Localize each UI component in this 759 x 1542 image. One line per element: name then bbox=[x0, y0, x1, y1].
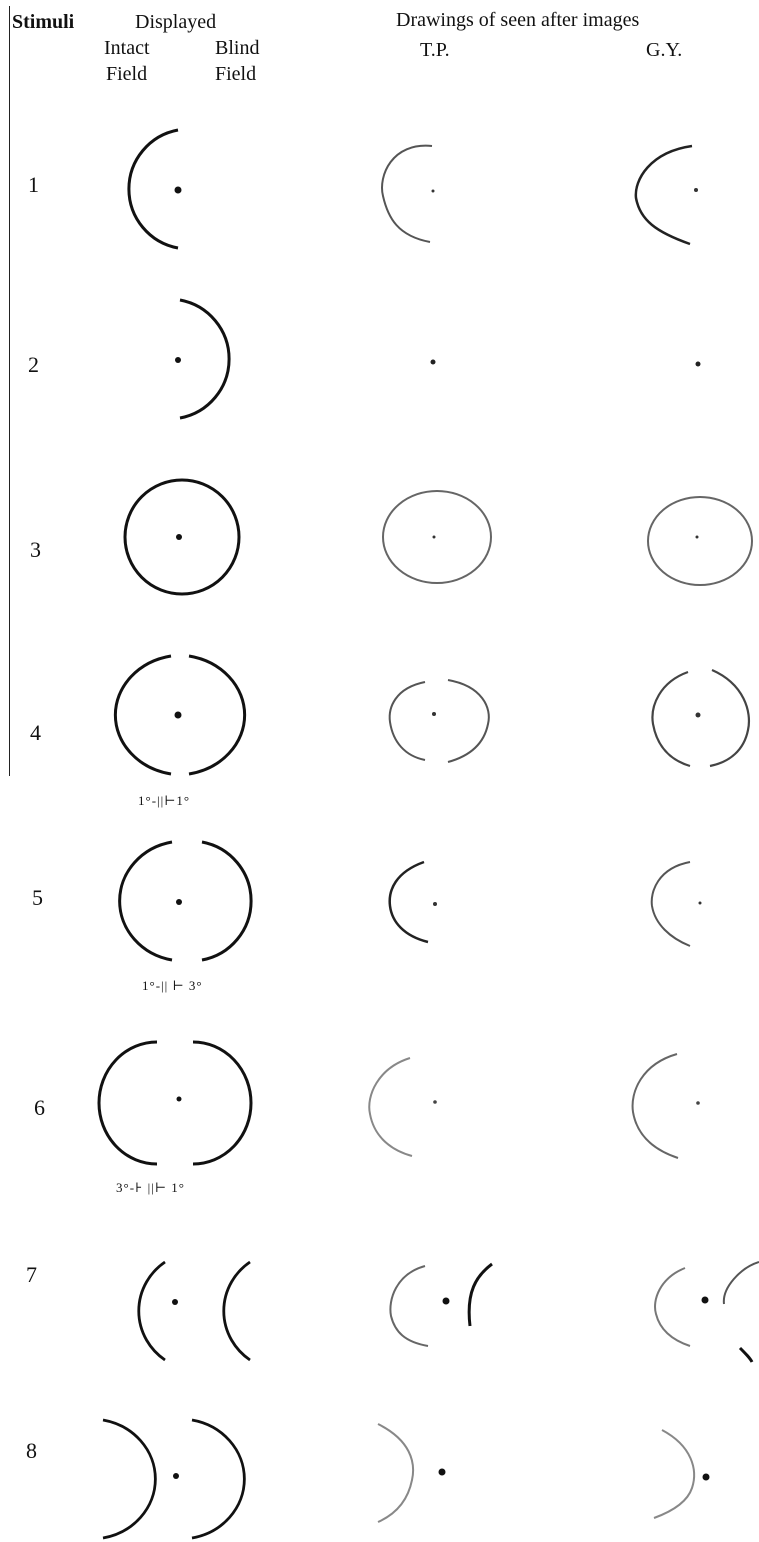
row-6-drawing-tp bbox=[369, 1058, 412, 1156]
row-5-drawing-tp bbox=[390, 862, 428, 942]
fixation-dot bbox=[175, 712, 182, 719]
fixation-dot bbox=[703, 1474, 710, 1481]
row-5-drawing-gy bbox=[652, 862, 690, 946]
fixation-dot bbox=[439, 1469, 446, 1476]
row-6-drawing-gy bbox=[633, 1054, 678, 1158]
fixation-dot bbox=[172, 1299, 178, 1305]
fixation-dot bbox=[702, 1297, 709, 1304]
row-1-stimulus bbox=[129, 130, 178, 248]
fixation-dot bbox=[433, 536, 436, 539]
fixation-dot bbox=[432, 712, 436, 716]
fixation-dot bbox=[699, 902, 702, 905]
row-1-drawing-gy bbox=[636, 146, 692, 244]
fixation-dot bbox=[176, 534, 182, 540]
fixation-dot bbox=[431, 360, 436, 365]
row-8-stimulus bbox=[103, 1420, 244, 1538]
row-8-drawing-gy bbox=[654, 1430, 694, 1518]
fixation-dot bbox=[433, 902, 437, 906]
row-3-drawing-gy bbox=[648, 497, 752, 585]
fixation-dot bbox=[177, 1097, 182, 1102]
row-7-drawing-gy bbox=[655, 1262, 759, 1362]
row-8-drawing-tp bbox=[378, 1424, 413, 1522]
fixation-dot bbox=[696, 1101, 700, 1105]
row-1-drawing-tp bbox=[382, 146, 432, 242]
fixation-dot bbox=[175, 187, 182, 194]
row-4-drawing-gy bbox=[652, 670, 748, 766]
row-7-drawing-tp bbox=[390, 1264, 492, 1346]
row-7-stimulus bbox=[139, 1262, 250, 1360]
row-6-stimulus bbox=[99, 1042, 251, 1164]
fixation-dot bbox=[176, 899, 182, 905]
fixation-dot bbox=[443, 1298, 450, 1305]
row-5-stimulus bbox=[120, 842, 251, 960]
fixation-dot bbox=[696, 713, 701, 718]
fixation-dot bbox=[696, 362, 701, 367]
row-4-drawing-tp bbox=[390, 680, 489, 762]
fixation-dot bbox=[696, 536, 699, 539]
fixation-dot bbox=[175, 357, 181, 363]
fixation-dot bbox=[694, 188, 698, 192]
fixation-dot bbox=[433, 1100, 437, 1104]
fixation-dot bbox=[173, 1473, 179, 1479]
row-2-stimulus bbox=[180, 300, 229, 418]
row-3-drawing-tp bbox=[383, 491, 491, 583]
fixation-dot bbox=[432, 190, 435, 193]
